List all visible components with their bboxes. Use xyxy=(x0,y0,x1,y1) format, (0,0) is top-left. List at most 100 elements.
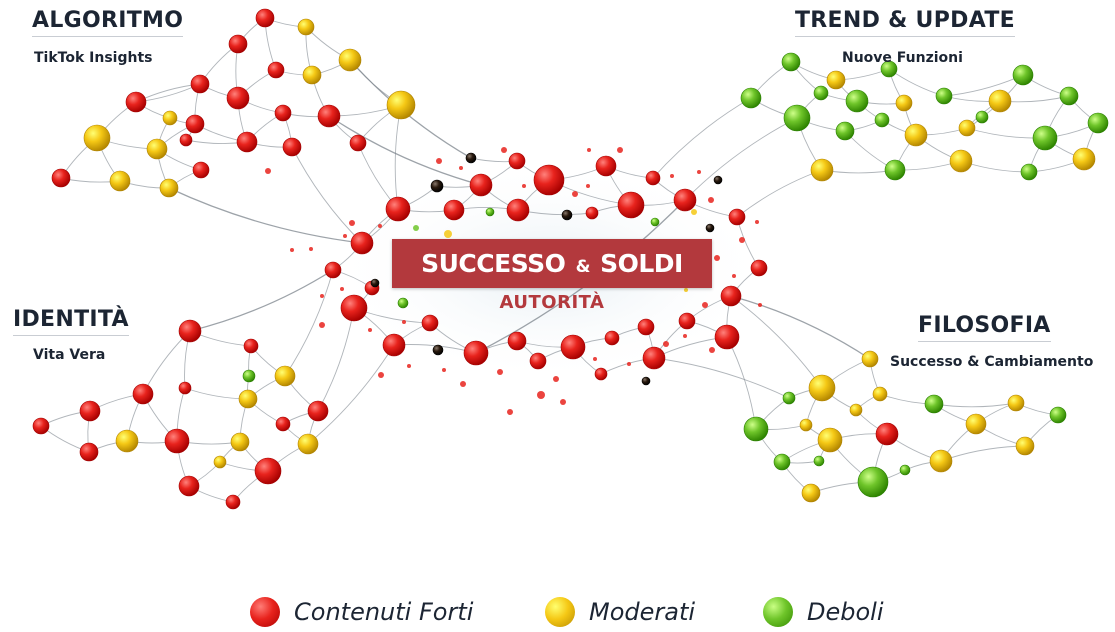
network-node-weak xyxy=(975,110,989,124)
network-node-strong xyxy=(164,428,190,454)
particle-dot xyxy=(368,328,372,332)
particle-dot xyxy=(683,334,687,338)
cluster-subtitle-identita: Vita Vera xyxy=(33,347,106,363)
network-node-strong xyxy=(275,416,291,432)
network-node-strong xyxy=(507,331,527,351)
particle-dot xyxy=(459,166,463,170)
network-node-strong xyxy=(385,196,411,222)
particle-dot xyxy=(560,399,566,405)
particle-dot xyxy=(708,197,714,203)
center-title-left: SUCCESSO xyxy=(421,249,566,278)
network-node-strong xyxy=(349,134,367,152)
cluster-title-filosofia: FILOSOFIA xyxy=(918,313,1051,342)
network-node-strong xyxy=(506,198,530,222)
legend-weak: Deboli xyxy=(763,592,884,632)
network-node-moderate xyxy=(799,418,813,432)
network-node-weak xyxy=(874,112,890,128)
network-node-weak xyxy=(743,416,769,442)
network-node-strong xyxy=(463,340,489,366)
network-node-strong xyxy=(79,400,101,422)
network-edge xyxy=(168,187,363,244)
network-node-moderate xyxy=(159,178,179,198)
network-node-moderate xyxy=(238,389,258,409)
center-title-right: SOLDI xyxy=(600,249,683,278)
network-node-strong xyxy=(637,318,655,336)
network-edge xyxy=(307,344,395,445)
network-node-weak xyxy=(835,121,855,141)
network-node-moderate xyxy=(808,374,836,402)
network-edge xyxy=(284,269,334,377)
particle-dot xyxy=(460,381,466,387)
legend-moderate-label: Moderati xyxy=(589,598,696,626)
network-node-strong xyxy=(728,208,746,226)
network-node-strong xyxy=(421,314,439,332)
network-node-strong xyxy=(324,261,342,279)
center-subtitle: AUTORITÀ xyxy=(499,292,605,313)
network-node-strong xyxy=(178,319,202,343)
network-edge xyxy=(940,445,1026,462)
network-node-strong xyxy=(178,381,192,395)
network-node-strong xyxy=(714,324,740,350)
particle-dot xyxy=(617,147,623,153)
network-node-strong xyxy=(51,168,71,188)
network-node-strong xyxy=(642,346,666,370)
network-node-moderate xyxy=(146,138,168,160)
particle-dot xyxy=(691,209,697,215)
legend-strong: Contenuti Forti xyxy=(250,592,473,632)
network-edge xyxy=(291,146,363,244)
network-node-moderate xyxy=(958,119,976,137)
network-node-moderate xyxy=(904,123,928,147)
network-node-strong xyxy=(673,188,697,212)
network-node-strong xyxy=(604,330,620,346)
network-node-strong xyxy=(307,400,329,422)
network-edge xyxy=(736,169,823,218)
network-node-weak xyxy=(1049,406,1067,424)
network-node-strong xyxy=(282,137,302,157)
network-node-moderate xyxy=(817,427,843,453)
network-node-weak xyxy=(1032,125,1058,151)
network-node-weak xyxy=(884,159,906,181)
network-node-weak xyxy=(899,464,911,476)
network-node-strong xyxy=(720,285,742,307)
particle-dot xyxy=(593,357,597,361)
network-edge xyxy=(730,295,871,360)
network-edge xyxy=(189,269,334,332)
network-node-dark xyxy=(430,179,444,193)
network-node-moderate xyxy=(1015,436,1035,456)
network-node-weak xyxy=(397,297,409,309)
network-node-moderate xyxy=(83,124,111,152)
network-node-moderate xyxy=(213,455,227,469)
network-node-strong xyxy=(255,8,275,28)
particle-dot xyxy=(309,247,313,251)
network-node-weak xyxy=(1059,86,1079,106)
legend-weak-dot xyxy=(763,597,793,627)
particle-dot xyxy=(402,320,406,324)
particle-dot xyxy=(537,391,545,399)
network-node-strong xyxy=(254,457,282,485)
network-node-weak xyxy=(880,60,898,78)
particle-dot xyxy=(709,347,715,353)
network-node-moderate xyxy=(949,149,973,173)
network-node-moderate xyxy=(929,449,953,473)
particle-dot xyxy=(522,184,526,188)
network-node-strong xyxy=(340,294,368,322)
particle-dot xyxy=(444,230,452,238)
particle-dot xyxy=(507,409,513,415)
particle-dot xyxy=(586,184,590,188)
network-node-strong xyxy=(560,334,586,360)
network-node-dark xyxy=(713,175,723,185)
network-node-strong xyxy=(617,191,645,219)
network-node-moderate xyxy=(297,433,319,455)
network-node-moderate xyxy=(302,65,322,85)
particle-dot xyxy=(663,341,669,347)
network-edge xyxy=(184,387,249,400)
network-node-moderate xyxy=(1072,147,1096,171)
network-node-strong xyxy=(190,74,210,94)
network-node-strong xyxy=(179,133,193,147)
network-node-strong xyxy=(243,338,259,354)
network-node-weak xyxy=(1012,64,1034,86)
particle-dot xyxy=(697,170,701,174)
particle-dot xyxy=(436,158,442,164)
network-node-weak xyxy=(781,52,801,72)
